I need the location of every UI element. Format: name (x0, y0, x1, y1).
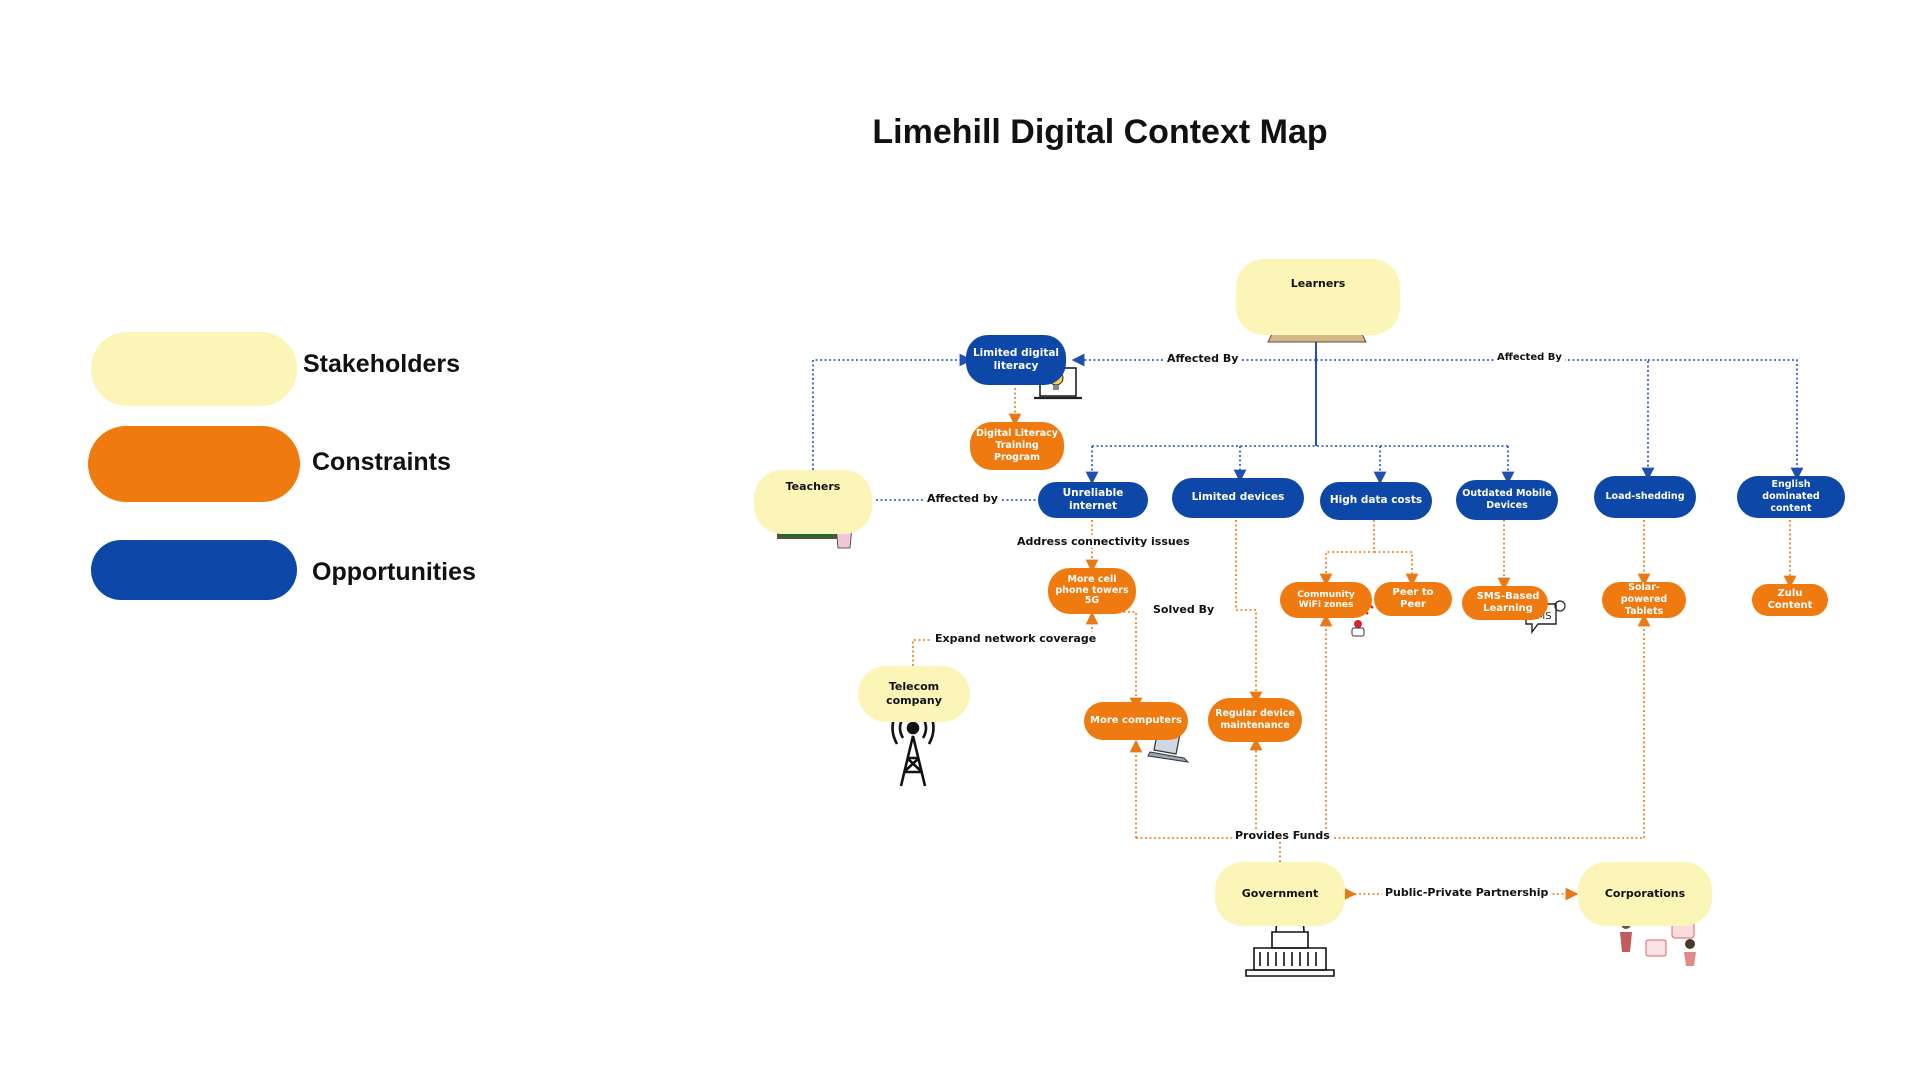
node-high-data-costs[interactable]: High data costs (1320, 482, 1432, 520)
edge-devices-maintenance (1235, 520, 1263, 705)
edge-label-affected-by-right: Affected By (1494, 352, 1565, 363)
node-community-wifi-zones[interactable]: Community WiFi zones (1280, 582, 1372, 618)
blue-connectors (812, 353, 1804, 501)
node-corporations[interactable]: Corporations (1578, 862, 1712, 926)
edge-learners-english-content (1648, 359, 1804, 481)
node-sms-based-learning[interactable]: SMS-Based Learning (1462, 586, 1548, 620)
edge-label-address-connectivity: Address connectivity issues (1014, 535, 1193, 548)
node-more-cell-phone-towers[interactable]: More cell phone towers 5G (1048, 568, 1136, 614)
legend-label-constraints: Constraints (312, 448, 451, 476)
node-telecom-company[interactable]: Telecom company (858, 666, 970, 722)
edge-label-expand-network: Expand network coverage (932, 632, 1100, 645)
edge-highdata-branches (1319, 520, 1375, 587)
node-zulu-content[interactable]: Zulu Content (1752, 584, 1828, 616)
edge-learners-load-shedding (1316, 359, 1655, 481)
node-learners[interactable]: Learners (1236, 259, 1400, 335)
node-solar-powered-tablets[interactable]: Solar-powered Tablets (1602, 582, 1686, 618)
node-government[interactable]: Government (1215, 862, 1345, 926)
cell-tower-icon (891, 711, 935, 787)
node-limited-devices[interactable]: Limited devices (1172, 478, 1304, 518)
node-more-computers[interactable]: More computers (1084, 702, 1188, 740)
edge-label-provides-funds: Provides Funds (1232, 829, 1333, 842)
node-load-shedding[interactable]: Load-shedding (1594, 476, 1696, 518)
node-regular-device-maintenance[interactable]: Regular device maintenance (1208, 698, 1302, 742)
edge-label-public-private-partnership: Public-Private Partnership (1382, 886, 1552, 899)
edge-highdata-peer (1374, 551, 1419, 587)
node-limited-digital-literacy[interactable]: Limited digital literacy (966, 335, 1066, 385)
node-outdated-mobile-devices[interactable]: Outdated Mobile Devices (1456, 480, 1558, 520)
edge-label-affected-by-left: Affected By (1164, 352, 1242, 365)
legend-label-stakeholders: Stakeholders (303, 350, 461, 378)
node-teachers[interactable]: Teachers (754, 470, 872, 534)
node-digital-literacy-training-program[interactable]: Digital Literacy Training Program (970, 422, 1064, 470)
node-english-dominated-content[interactable]: English dominated content (1737, 476, 1845, 518)
legend-label-opportunities: Opportunities (312, 558, 476, 586)
legend-swatch-opportunities (91, 540, 297, 600)
page-title: Limehill Digital Context Map (872, 113, 1328, 151)
node-peer-to-peer[interactable]: Peer to Peer (1374, 582, 1452, 616)
legend-swatch-stakeholders (91, 332, 297, 406)
edge-solved-computers (1092, 611, 1143, 711)
node-unreliable-internet[interactable]: Unreliable internet (1038, 482, 1148, 518)
edge-telecom-towers (912, 611, 1099, 666)
edge-teachers-limited-literacy (812, 353, 973, 470)
edge-label-solved-by: Solved By (1150, 603, 1218, 616)
edge-label-teachers-affected-by: Affected by (924, 492, 1001, 505)
legend-swatch-constraints (88, 426, 300, 502)
